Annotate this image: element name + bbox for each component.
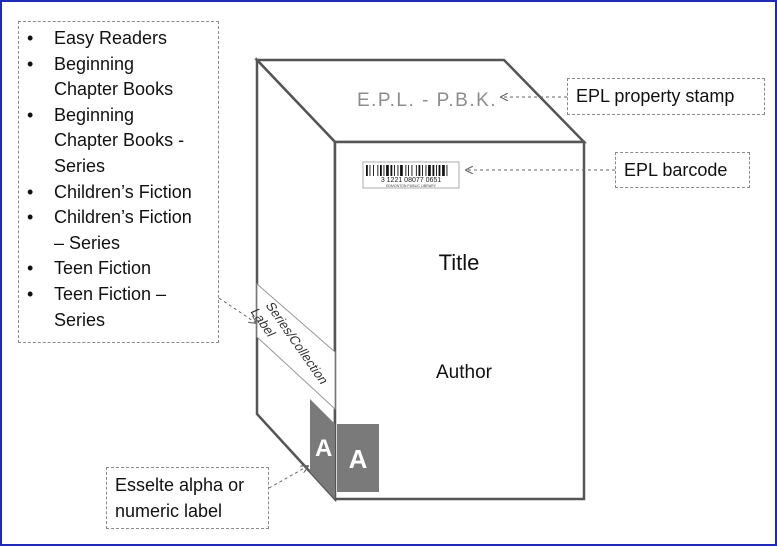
genre-list-item: Children’s Fiction – Series [27,205,210,256]
barcode-number: 3 1221 08077 0651 [381,177,441,184]
barcode-caption: EDMONTON PUBLIC LIBRARY [386,184,437,188]
book-author: Author [436,362,493,383]
genre-list-item-line: Teen Fiction – [54,283,167,304]
genre-list-item-line: Series [54,309,106,330]
genre-list-item-line: Children’s Fiction [54,181,192,202]
genre-list-item: Children’s Fiction [27,180,210,206]
property-stamp-text: E.P.L. - P.B.K. [357,90,497,111]
esselte-label-callout: Esselte alpha or numeric label [106,467,269,529]
esselte-leader-arrow [268,466,308,489]
barcode-callout: EPL barcode [615,152,750,188]
esselte-callout-line: numeric label [115,501,223,521]
genre-list-item-line: Beginning [54,53,135,74]
genre-list-item-line: Series [54,155,106,176]
genre-list-item-line: Chapter Books - [54,130,185,151]
barcode-sticker: 3 1221 08077 0651 EDMONTON PUBLIC LIBRAR… [362,161,460,189]
genre-list-item: Teen Fiction [27,256,210,282]
genre-list-item-line: Children’s Fiction [54,207,192,228]
spine-alpha-letter: A [315,435,332,462]
genre-list-item-line: Beginning [54,104,135,125]
genre-list-item-line: – Series [54,232,121,253]
property-stamp-callout: EPL property stamp [567,78,765,115]
front-alpha-label [337,424,379,492]
front-alpha-letter: A [349,444,368,474]
genre-leader-arrow [218,297,256,323]
genre-list-item-line: Chapter Books [54,79,174,100]
genre-list: Easy ReadersBeginningChapter BooksBeginn… [19,26,210,333]
genre-list-item-line: Easy Readers [54,28,168,48]
book-title: Title [439,250,480,275]
barcode-bars [366,165,448,176]
esselte-callout-line: Esselte alpha or [115,475,245,495]
genre-list-item: Easy Readers [27,26,210,52]
spine-alpha-label [310,399,335,499]
genre-list-item: Teen Fiction – Series [27,282,210,333]
genre-list-callout: Easy ReadersBeginningChapter BooksBeginn… [18,21,219,343]
property-stamp-callout-text: EPL property stamp [576,86,735,106]
barcode-callout-text: EPL barcode [624,160,728,180]
genre-list-item-line: Teen Fiction [54,258,152,279]
